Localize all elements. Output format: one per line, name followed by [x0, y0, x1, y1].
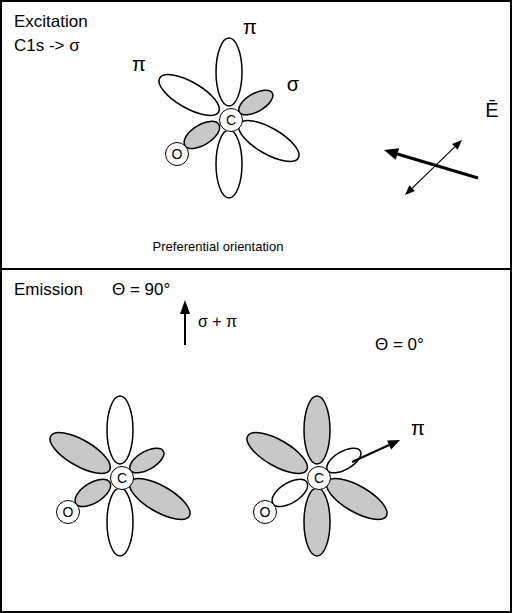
annotation-text: σ + π	[198, 313, 237, 331]
orbital-label: π	[243, 16, 257, 39]
atom-circle: C	[110, 466, 134, 490]
panel-box: EmissionC O C O	[0, 268, 512, 613]
arrow-head	[387, 440, 400, 450]
pi-lobe	[304, 488, 330, 556]
orbital-label: π	[411, 417, 425, 440]
panel-heading: C1s -> σ	[14, 36, 80, 56]
atom-symbol: O	[172, 147, 183, 161]
orbital-label: π	[132, 53, 146, 76]
pi-lobe	[44, 425, 116, 482]
pi-lobe	[124, 471, 196, 528]
annotation-text: Preferential orientation	[153, 240, 284, 255]
pi-lobe	[304, 396, 330, 464]
arrow-head	[384, 148, 399, 160]
pi-lobe	[216, 130, 242, 198]
annotation-text: Θ = 0°	[375, 335, 424, 355]
atom-circle: O	[56, 500, 80, 524]
atom-circle: O	[165, 142, 189, 166]
atom-symbol: C	[314, 471, 324, 485]
orbital-label: σ	[287, 73, 299, 96]
atom-symbol: C	[117, 471, 127, 485]
atom-circle: C	[219, 108, 243, 132]
emission-arrow	[352, 445, 389, 462]
polarization-arrow	[412, 147, 455, 188]
atom-symbol: O	[63, 505, 74, 519]
panel-box: ExcitationC1s -> σ C O	[0, 0, 512, 270]
emission-arrow	[184, 312, 186, 345]
arrow-head	[452, 140, 462, 150]
orbital-label: Ē	[485, 99, 498, 122]
panel-heading: Excitation	[14, 12, 88, 32]
atom-symbol: C	[226, 113, 236, 127]
atom-circle: O	[253, 500, 277, 524]
pi-lobe	[233, 113, 305, 170]
panel-heading: Emission	[14, 280, 83, 300]
arrow-head	[180, 300, 190, 314]
atom-symbol: O	[260, 505, 271, 519]
beam-arrow	[397, 154, 478, 178]
arrow-head	[405, 185, 415, 195]
annotation-text: Θ = 90°	[112, 280, 170, 300]
pi-lobe	[153, 67, 225, 124]
pi-lobe	[216, 38, 242, 106]
pi-lobe	[107, 488, 133, 556]
pi-lobe	[321, 471, 393, 528]
atom-circle: C	[307, 466, 331, 490]
pi-lobe	[107, 396, 133, 464]
pi-lobe	[241, 425, 313, 482]
